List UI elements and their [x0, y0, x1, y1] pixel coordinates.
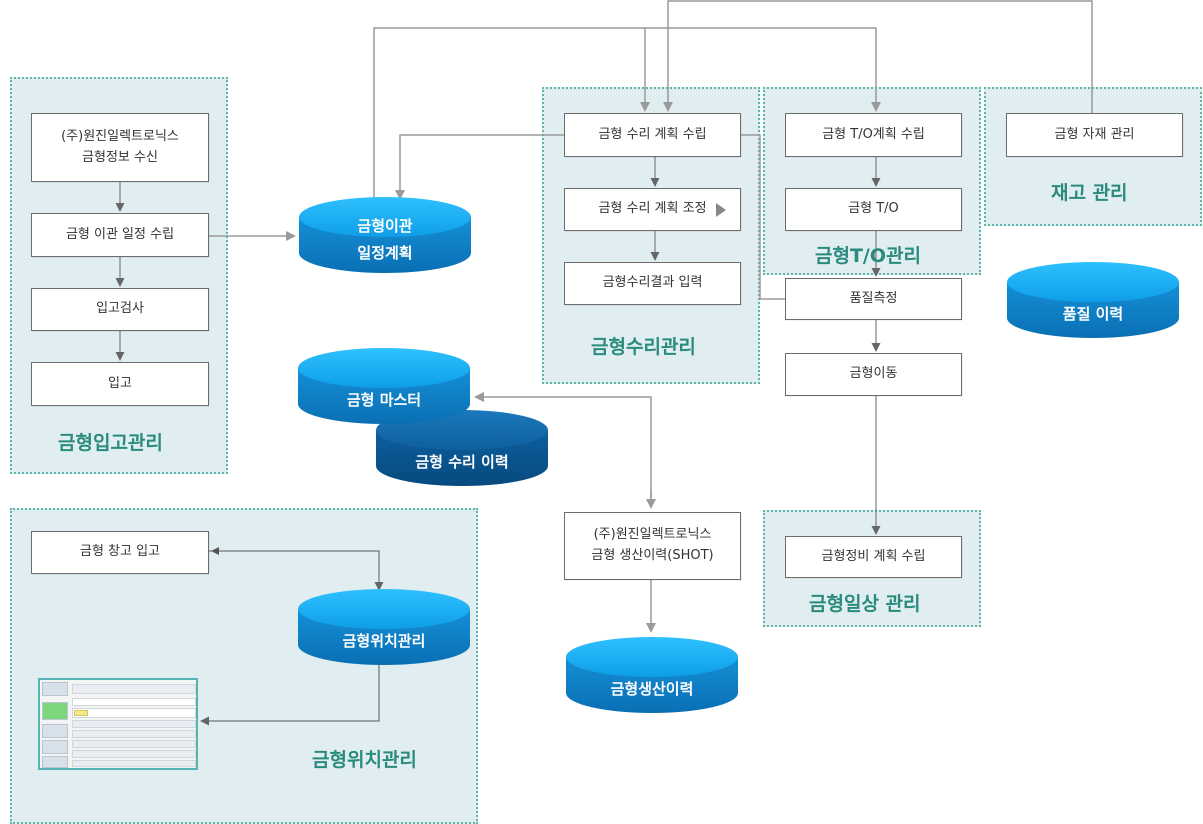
production-history-db: 금형생산이력 [566, 637, 738, 713]
mold-master-db: 금형 마스터 [298, 348, 470, 424]
to-plan-box: 금형 T/O계획 수립 [785, 113, 962, 157]
mold-move-box: 금형이동 [785, 353, 962, 396]
play-arrow-icon [716, 203, 726, 217]
incoming-inspection-box: 입고검사 [31, 288, 209, 331]
transfer-schedule-db: 금형이관 일정계획 [299, 197, 471, 273]
repair-history-db: 금형 수리 이력 [376, 410, 548, 486]
maintenance-plan-box: 금형정비 계획 수립 [785, 536, 962, 578]
group-to-label: 금형T/O관리 [815, 245, 921, 267]
group-incoming-label: 금형입고관리 [58, 432, 163, 454]
group-location-label: 금형위치관리 [312, 749, 417, 771]
repair-adjust-box: 금형 수리 계획 조정 [564, 188, 741, 231]
receive-info-box: (주)원진일렉트로닉스 금형정보 수신 [31, 113, 209, 182]
location-screen-thumbnail [38, 678, 198, 770]
quality-history-db: 품질 이력 [1007, 262, 1179, 338]
warehouse-in-box: 금형 창고 입고 [31, 531, 209, 574]
production-history-source-box: (주)원진일렉트로닉스 금형 생산이력(SHOT) [564, 512, 741, 580]
quality-measure-box: 품질측정 [785, 278, 962, 320]
repair-plan-box: 금형 수리 계획 수립 [564, 113, 741, 157]
to-box: 금형 T/O [785, 188, 962, 231]
group-inventory-label: 재고 관리 [1051, 182, 1128, 204]
repair-result-box: 금형수리결과 입력 [564, 262, 741, 305]
repair-adjust-label: 금형 수리 계획 조정 [598, 201, 707, 217]
material-mgmt-box: 금형 자재 관리 [1006, 113, 1183, 157]
transfer-plan-box: 금형 이관 일정 수립 [31, 213, 209, 257]
location-mgmt-db: 금형위치관리 [298, 589, 470, 665]
group-daily-label: 금형일상 관리 [809, 593, 921, 615]
stock-in-box: 입고 [31, 362, 209, 406]
group-repair-label: 금형수리관리 [591, 336, 696, 358]
